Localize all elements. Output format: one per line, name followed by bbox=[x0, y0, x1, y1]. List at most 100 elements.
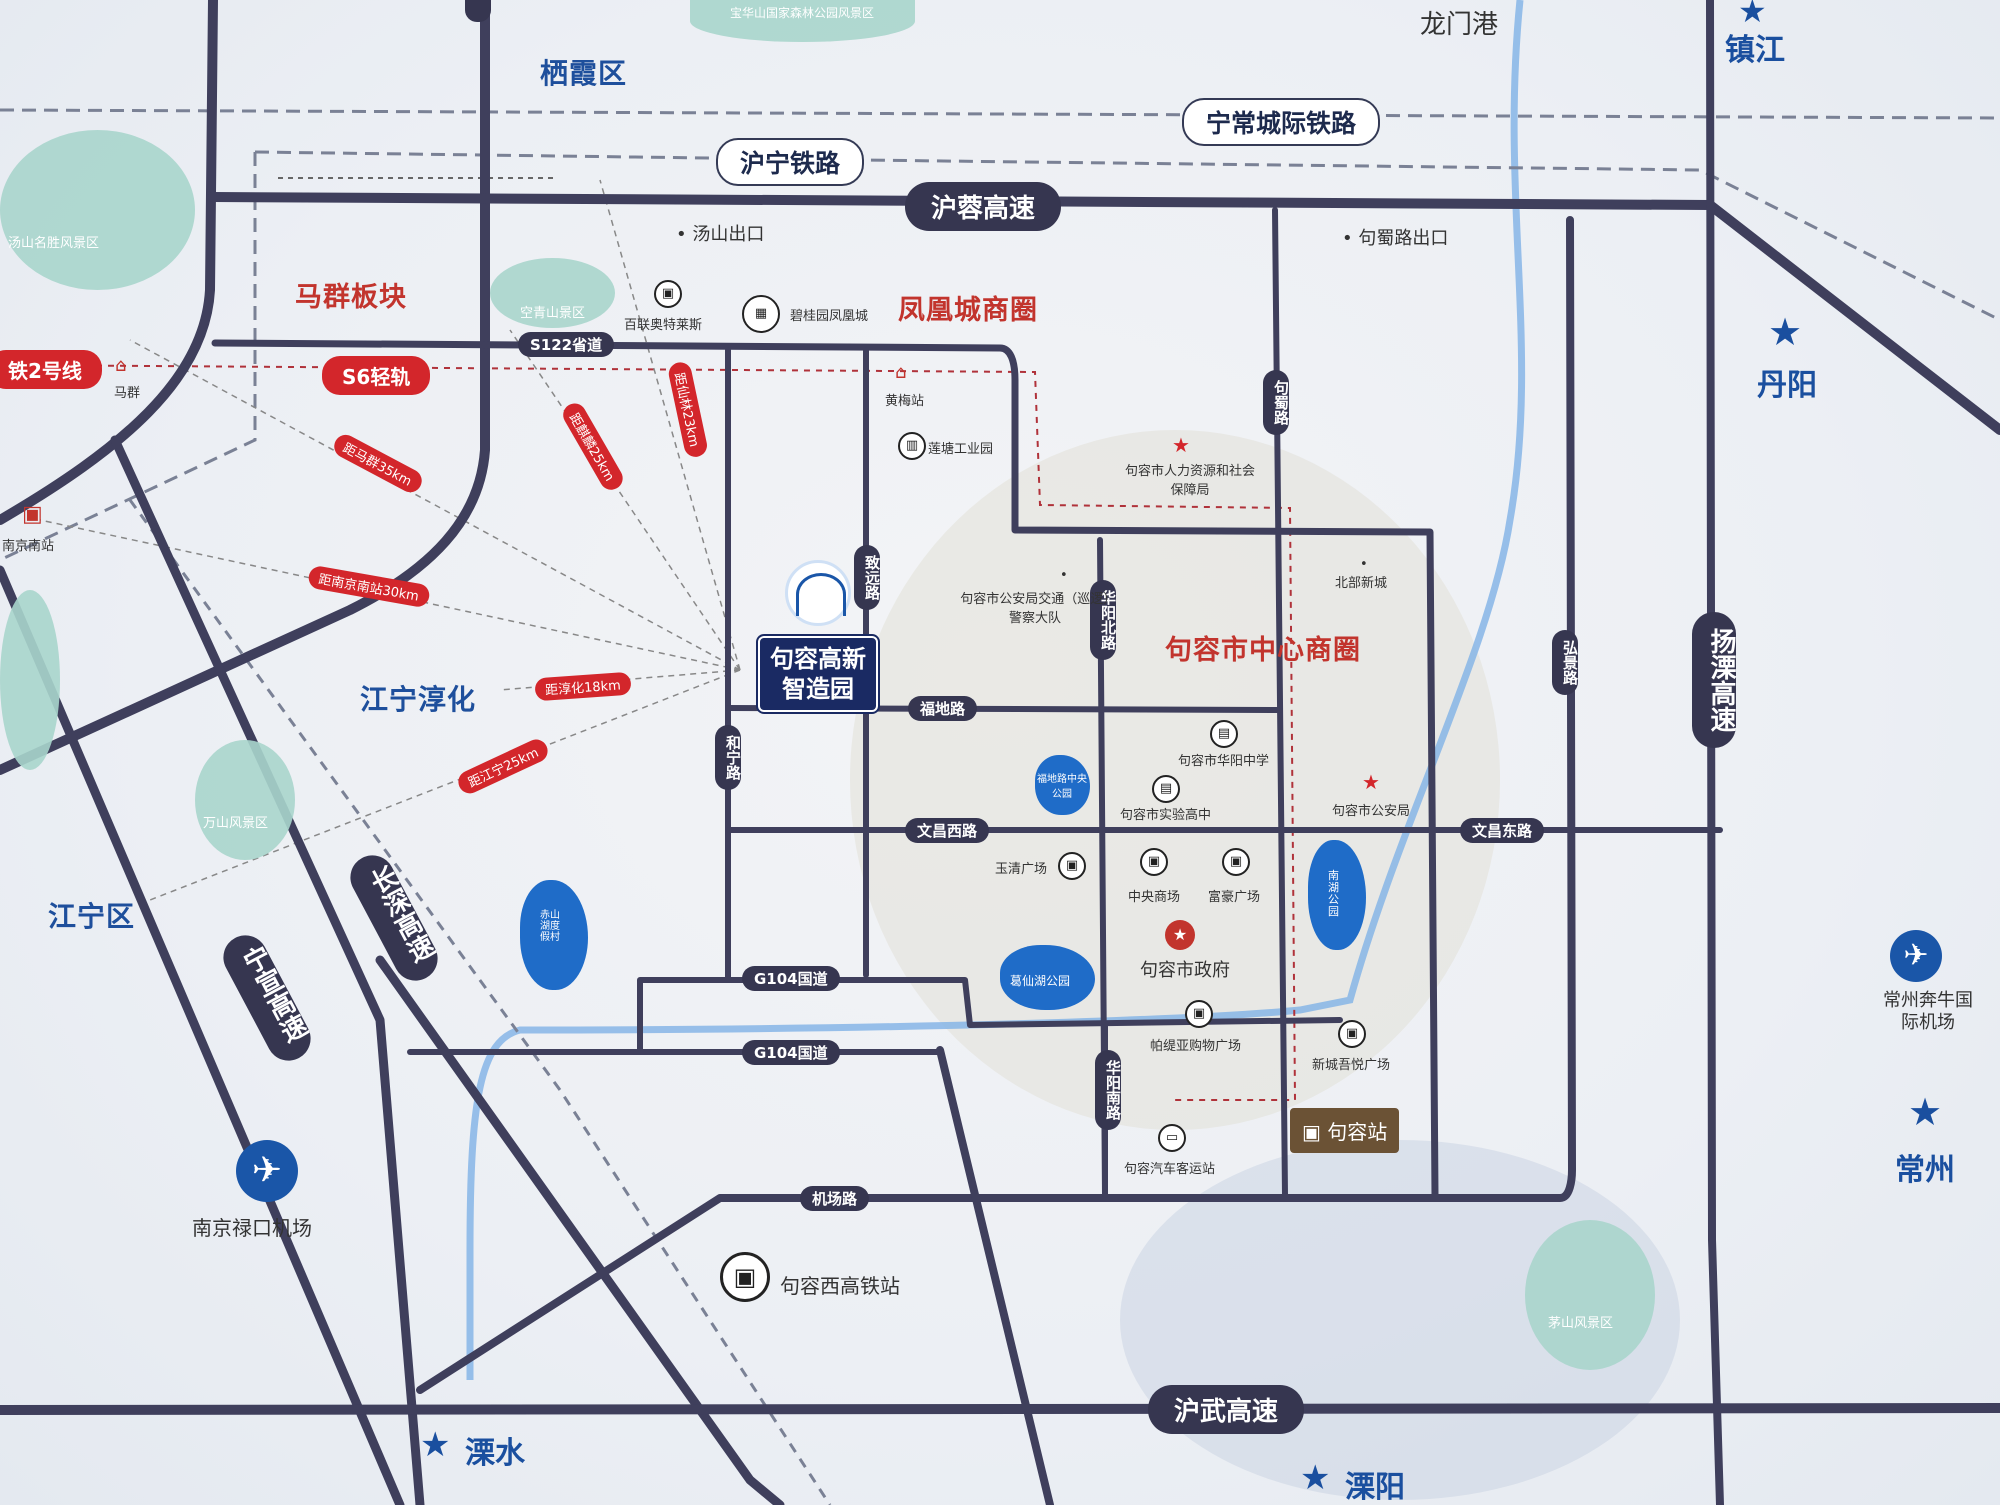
bus-icon: ▭ bbox=[1158, 1124, 1186, 1152]
star-icon-zhenjiang: ★ bbox=[1738, 0, 1767, 30]
train-icon-jurong: ▣ bbox=[1302, 1120, 1321, 1144]
home-icon-huangmei: ⌂ bbox=[895, 362, 907, 383]
shopping-icon-bailian: ▣ bbox=[654, 280, 682, 308]
poi-huangmei[interactable]: 黄梅站 bbox=[885, 394, 925, 409]
road-jushu: 句蜀路 bbox=[1263, 370, 1290, 435]
poi-government[interactable]: 句容市政府 bbox=[1140, 960, 1230, 981]
road-fudi: 福地路 bbox=[908, 696, 978, 721]
star-icon-lishui: ★ bbox=[420, 1425, 451, 1465]
scenic-west-hill bbox=[0, 590, 60, 770]
star-icon-hr: ★ bbox=[1172, 433, 1190, 457]
building-icon-biguiyuan: ▦ bbox=[742, 295, 780, 333]
poi-nanjing-south[interactable]: 南京南站 bbox=[2, 539, 55, 554]
poi-jurong-west[interactable]: 句容西高铁站 bbox=[780, 1274, 900, 1298]
poi-lukou[interactable]: 南京禄口机场 bbox=[192, 1216, 312, 1240]
poi-benniu[interactable]: 常州奔牛国际机场 bbox=[1883, 990, 1973, 1033]
poi-bus-station[interactable]: 句容汽车客运站 bbox=[1124, 1162, 1216, 1177]
scenic-maoshan bbox=[1525, 1220, 1655, 1370]
poi-tangshan-exit[interactable]: • 汤山出口 bbox=[676, 224, 765, 245]
star-icon-danyang: ★ bbox=[1768, 310, 1803, 354]
poi-bailian[interactable]: 百联奥特莱斯 bbox=[624, 318, 703, 333]
expressway-yangli: 扬溧高速 bbox=[1692, 612, 1736, 748]
shopping-icon-bolidiya: ▣ bbox=[1185, 1000, 1213, 1028]
city-danyang: 丹阳 bbox=[1757, 368, 1817, 403]
lake-nanjiang-label: 南湖公园 bbox=[1328, 869, 1339, 918]
poi-bolidiya[interactable]: 帕缇亚购物广场 bbox=[1150, 1039, 1242, 1054]
airplane-icon-benniu: ✈ bbox=[1890, 930, 1942, 982]
building-icon-lianjie: ▥ bbox=[898, 432, 926, 460]
poi-police-traffic[interactable]: 句容市公安局交通（巡逻）警察大队 bbox=[960, 592, 1110, 626]
poi-beibu[interactable]: 北部新城 bbox=[1335, 576, 1388, 591]
poi-shiyan-school[interactable]: 句容市实验高中 bbox=[1120, 808, 1212, 823]
poi-jushu-exit[interactable]: • 句蜀路出口 bbox=[1342, 228, 1449, 249]
poi-lianjie[interactable]: 莲塘工业园 bbox=[928, 442, 994, 457]
shopping-icon-zhongyang: ▣ bbox=[1140, 848, 1168, 876]
railway-huning-label: 沪宁铁路 bbox=[716, 138, 865, 186]
metro-s6: S6轻轨 bbox=[322, 356, 431, 395]
lake-chisu bbox=[520, 880, 588, 990]
district-jiangning: 江宁区 bbox=[48, 900, 136, 933]
shopping-icon-xincheng: ▣ bbox=[1338, 1020, 1366, 1048]
road-wenchangxi: 文昌西路 bbox=[905, 818, 990, 843]
hub-logo-icon bbox=[785, 560, 851, 626]
road-jichang: 机场路 bbox=[800, 1186, 870, 1211]
lake-fudi-park-label: 福地路中央公园 bbox=[1037, 774, 1087, 800]
expressway-huwu: 沪武高速 bbox=[1148, 1385, 1305, 1434]
city-liyang: 溧阳 bbox=[1345, 1470, 1405, 1505]
scenic-kongqing-label: 空青山景区 bbox=[520, 306, 586, 321]
train-icon-jurong-west: ▣ bbox=[720, 1252, 770, 1302]
road-g104-b: G104国道 bbox=[742, 1040, 840, 1065]
shopping-icon-yuqing: ▣ bbox=[1058, 852, 1086, 880]
poi-jushu-exit-label: 句蜀路出口 bbox=[1358, 228, 1449, 249]
school-icon-huayang: ▤ bbox=[1210, 720, 1238, 748]
expressway-hurong: 沪蓉高速 bbox=[905, 182, 1062, 231]
government-icon: ★ bbox=[1165, 920, 1195, 950]
railway-west bbox=[0, 152, 257, 562]
poi-xincheng[interactable]: 新城吾悦广场 bbox=[1312, 1058, 1391, 1073]
poi-yuqing[interactable]: 玉清广场 bbox=[995, 862, 1048, 877]
scenic-baohua bbox=[690, 0, 915, 42]
star-icon-changzhou: ★ bbox=[1908, 1090, 1943, 1134]
poi-huayang-school[interactable]: 句容市华阳中学 bbox=[1178, 754, 1270, 769]
poi-tangshan-exit-label: 汤山出口 bbox=[692, 224, 765, 245]
zone-maqun: 马群板块 bbox=[295, 282, 407, 313]
poi-zhongyang[interactable]: 中央商场 bbox=[1128, 890, 1181, 905]
city-changzhou: 常州 bbox=[1895, 1153, 1955, 1188]
river bbox=[466, 0, 1526, 1380]
hub-label-line1: 句容高新 bbox=[770, 645, 866, 673]
school-icon-shiyan: ▤ bbox=[1152, 775, 1180, 803]
airplane-icon-lukou: ✈ bbox=[236, 1140, 298, 1202]
road-hening: 和宁路 bbox=[715, 725, 742, 790]
road-hongjing: 弘景路 bbox=[1552, 630, 1579, 695]
poi-maqun[interactable]: 马群 bbox=[114, 386, 141, 401]
lake-fudi-park bbox=[1035, 755, 1090, 815]
lake-gexian bbox=[1000, 945, 1095, 1010]
zone-center: 句容市中心商圈 bbox=[1165, 635, 1361, 666]
poi-hr-bureau[interactable]: 句容市人力资源和社会保障局 bbox=[1125, 464, 1256, 498]
road-g104-a: G104国道 bbox=[742, 966, 840, 991]
poi-police[interactable]: 句容市公安局 bbox=[1332, 804, 1411, 819]
scenic-tangshan bbox=[0, 130, 195, 290]
jurong-station-box[interactable]: ▣ 句容站 bbox=[1290, 1108, 1400, 1153]
poi-jurong-station: 句容站 bbox=[1327, 1120, 1388, 1144]
road-huayangbei: 华阳北路 bbox=[1090, 580, 1117, 660]
metro-line2: 铁2号线 bbox=[0, 350, 102, 389]
poi-biguiyuan[interactable]: 碧桂园凤凰城 bbox=[790, 309, 869, 324]
road-wenchangdong: 文昌东路 bbox=[1460, 818, 1545, 843]
scenic-maoshan-label: 茅山风景区 bbox=[1548, 1316, 1614, 1331]
city-lishui: 溧水 bbox=[465, 1436, 525, 1471]
scenic-tangshan-label: 汤山名胜风景区 bbox=[8, 236, 100, 251]
dot-icon-beibu: • bbox=[1360, 557, 1368, 572]
railway-highspeed bbox=[128, 499, 832, 1505]
city-zhenjiang: 镇江 bbox=[1725, 33, 1785, 68]
scenic-wanshan bbox=[195, 740, 295, 860]
district-longmengang: 龙门港 bbox=[1420, 10, 1499, 40]
railway-ningchang bbox=[0, 108, 2000, 120]
star-icon-police: ★ bbox=[1362, 770, 1380, 794]
hub-label[interactable]: 句容高新 智造园 bbox=[758, 636, 878, 712]
metro-s6 bbox=[0, 364, 1297, 1101]
poi-fuhao[interactable]: 富豪广场 bbox=[1208, 890, 1261, 905]
